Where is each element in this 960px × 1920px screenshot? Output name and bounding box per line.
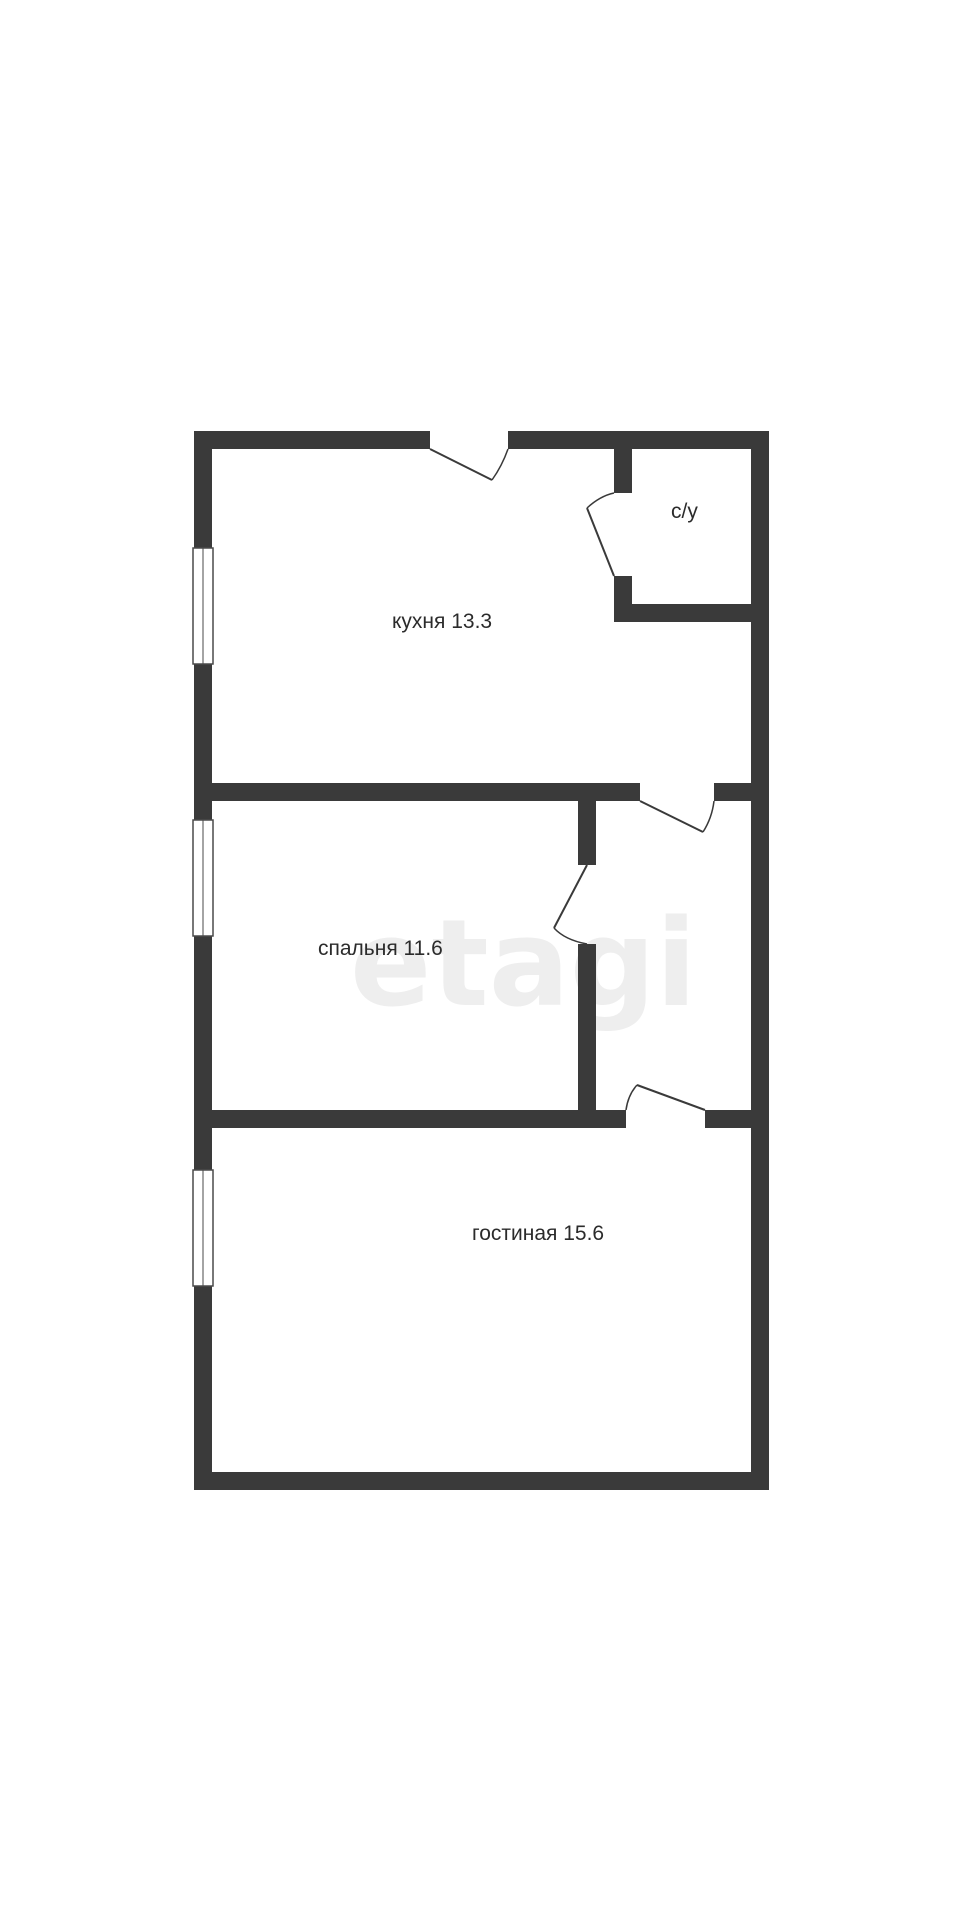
bathroom-label: с/у: [671, 500, 698, 523]
bedroom-south-wall: [212, 1110, 596, 1128]
inner-walls: [212, 449, 769, 1128]
bedroom-window: [192, 819, 214, 937]
bedroom-east-wall-lower: [578, 944, 596, 1128]
hall-door: [639, 800, 715, 833]
living-room-window: [192, 1169, 214, 1287]
bathroom-door: [586, 492, 615, 577]
doors: [429, 448, 715, 1111]
windows: [192, 547, 214, 1287]
hall-south-wall-right: [705, 1110, 769, 1128]
hall-north-wall-right: [714, 783, 769, 801]
bathroom-bottom-wall: [614, 604, 769, 622]
living-room-label: гостиная 15.6: [472, 1222, 604, 1245]
top-wall-right: [508, 431, 769, 449]
living-room-door: [625, 1084, 706, 1111]
right-wall: [751, 431, 769, 1490]
entrance-door: [429, 448, 509, 481]
kitchen-window: [192, 547, 214, 665]
bedroom-door: [553, 864, 588, 945]
top-wall-left: [194, 431, 430, 449]
bathroom-left-wall-upper: [614, 449, 632, 493]
bedroom-label: спальня 11.6: [318, 937, 443, 960]
hall-south-wall-left: [578, 1110, 626, 1128]
watermark: etagi: [350, 895, 697, 1034]
kitchen-label: кухня 13.3: [392, 610, 492, 633]
kitchen-south-wall: [212, 783, 640, 801]
bedroom-east-wall-upper: [578, 801, 596, 865]
bottom-wall: [194, 1472, 769, 1490]
